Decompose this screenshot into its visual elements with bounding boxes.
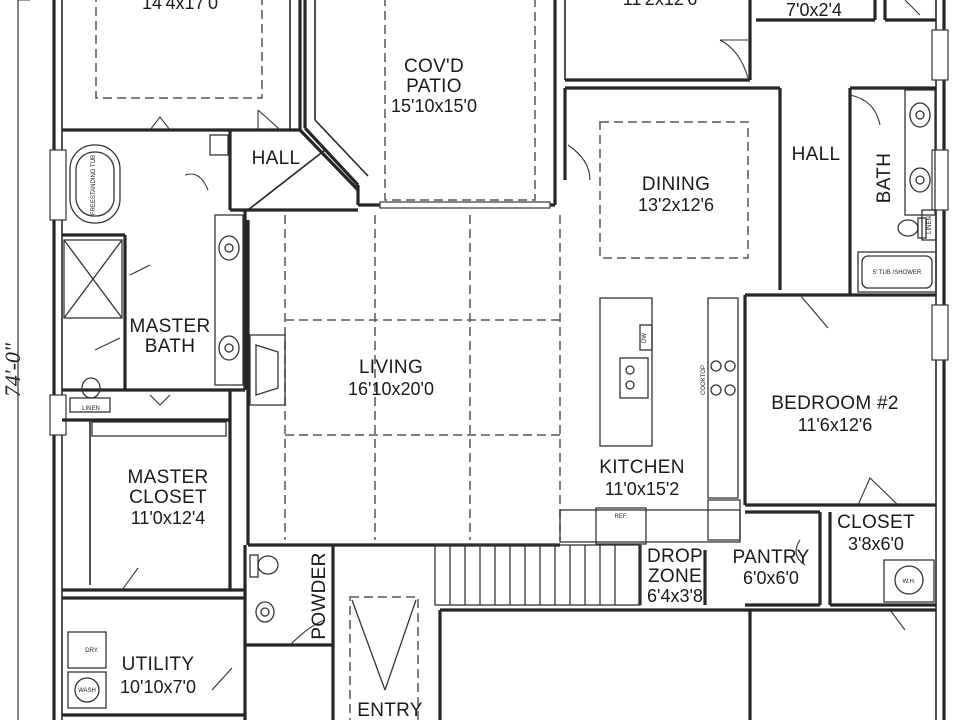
top-right-rooms bbox=[565, 0, 936, 82]
drop-zone-dim: 6'4x3'8 bbox=[647, 586, 703, 606]
master-bedroom-dim: 14'4x17'0 bbox=[142, 0, 218, 13]
pantry-dim: 6'0x6'0 bbox=[743, 568, 799, 588]
linen-master-label: LINEN bbox=[82, 406, 100, 412]
master-closet-label-2: CLOSET bbox=[129, 487, 207, 508]
dw-label: DW bbox=[642, 333, 648, 343]
closet-pantry-drop bbox=[438, 510, 936, 720]
top-right-dim: 7'0x2'4 bbox=[786, 0, 842, 20]
dryer-label: DRY. bbox=[85, 648, 99, 654]
overall-dimension: 74'-0" bbox=[0, 342, 25, 397]
covered-patio-room bbox=[303, 0, 566, 209]
drop-zone-label-2: ZONE bbox=[648, 566, 702, 587]
kitchen-dim: 11'0x15'2 bbox=[605, 479, 680, 499]
dining-label: DINING bbox=[642, 174, 710, 195]
linen-right-label: LINEN bbox=[927, 216, 933, 234]
powder-room bbox=[243, 545, 335, 720]
living-label: LIVING bbox=[359, 357, 423, 378]
utility-label: UTILITY bbox=[122, 654, 195, 675]
master-bath-room bbox=[62, 144, 247, 413]
tub-shower-label: 5' TUB /SHOWER bbox=[873, 270, 922, 276]
living-room bbox=[246, 215, 561, 547]
exterior-walls bbox=[49, 0, 949, 720]
patio-label-1: COV'D bbox=[404, 56, 464, 77]
cooktop-label: COOKTOP bbox=[701, 365, 707, 395]
ref-label: REF. bbox=[614, 514, 627, 520]
dining-dim: 13'2x12'6 bbox=[638, 195, 714, 215]
drop-zone-label-1: DROP bbox=[647, 546, 703, 567]
bedroom-2-dim: 11'6x12'6 bbox=[798, 415, 873, 435]
pantry-label: PANTRY bbox=[732, 547, 809, 568]
dining-room bbox=[563, 86, 782, 290]
patio-label-2: PATIO bbox=[406, 76, 462, 97]
top-mid-dim: 11'2x12'6 bbox=[623, 0, 698, 9]
powder-label: POWDER bbox=[309, 552, 330, 639]
living-dim: 16'10x20'0 bbox=[348, 379, 434, 399]
closet-label: CLOSET bbox=[837, 512, 915, 533]
master-bedroom-room bbox=[62, 0, 302, 132]
hall-left-label: HALL bbox=[252, 148, 301, 169]
master-bath-label-2: BATH bbox=[145, 336, 195, 357]
entry-room bbox=[349, 596, 419, 720]
bedroom-2-label: BEDROOM #2 bbox=[771, 393, 899, 414]
utility-room bbox=[62, 596, 245, 717]
entry-label: ENTRY bbox=[357, 700, 423, 720]
stairs bbox=[434, 544, 641, 606]
freestanding-tub-label: FREESTANDING TUB bbox=[91, 155, 97, 215]
patio-dim: 15'10x15'0 bbox=[391, 96, 477, 116]
master-closet-room bbox=[62, 390, 245, 592]
utility-dim: 10'10x7'0 bbox=[120, 677, 196, 697]
bedroom-2-room bbox=[743, 293, 936, 507]
wh-label: W.H. bbox=[903, 579, 916, 585]
left-hall bbox=[209, 109, 360, 212]
washer-label: WASH bbox=[78, 688, 96, 694]
hall-right-label: HALL bbox=[792, 144, 841, 165]
master-bath-label-1: MASTER bbox=[130, 316, 211, 337]
kitchen-room bbox=[559, 297, 741, 545]
overall-dimension-line bbox=[17, 0, 30, 720]
closet-dim: 3'8x6'0 bbox=[848, 534, 904, 554]
kitchen-label: KITCHEN bbox=[599, 457, 685, 478]
master-closet-label-1: MASTER bbox=[128, 467, 209, 488]
right-hall-bath bbox=[848, 86, 937, 295]
bath-label: BATH bbox=[874, 153, 895, 203]
master-closet-dim: 11'0x12'4 bbox=[131, 508, 206, 528]
